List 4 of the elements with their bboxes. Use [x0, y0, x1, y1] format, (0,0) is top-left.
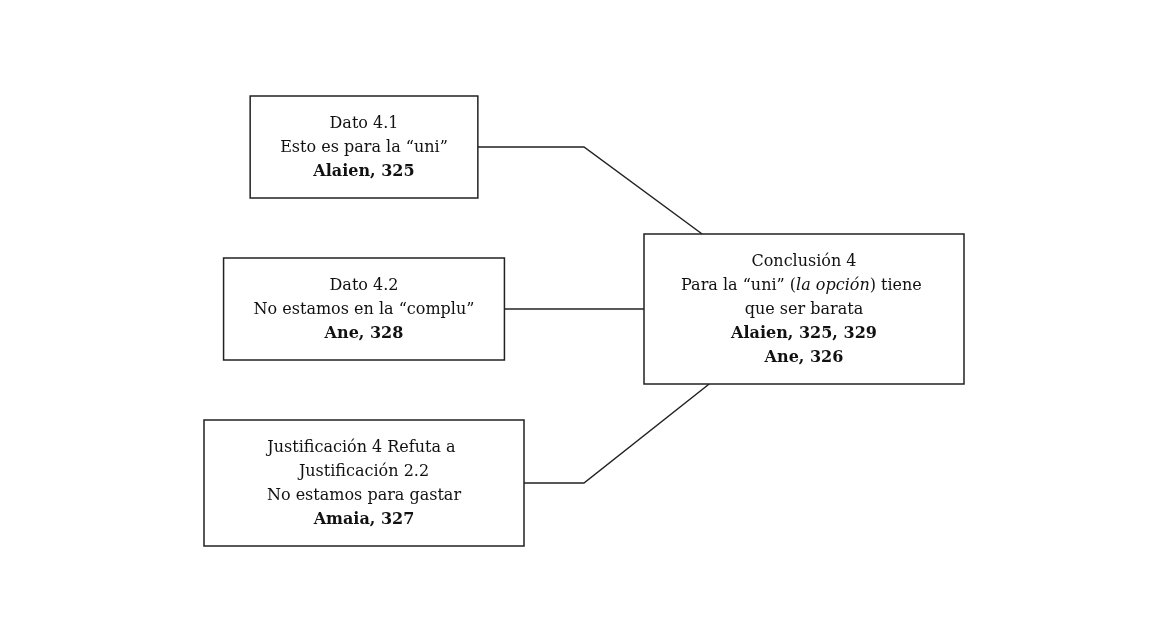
node-box: Dato 4.1 Esto es para la “uni” Alaien, 325 [248, 94, 479, 199]
node-box: Conclusión 4 Para la “uni” (la opción) tiene que ser barata Alaien, 325, 329 Ane, 326 [642, 232, 965, 385]
node-box: Dato 4.2 No estamos en la “complu” Ane, 328 [222, 256, 505, 361]
node-box: Justificación 4 Refuta a Justificación 2.2 No estamos para gastar Amaia, 327 [202, 418, 525, 547]
